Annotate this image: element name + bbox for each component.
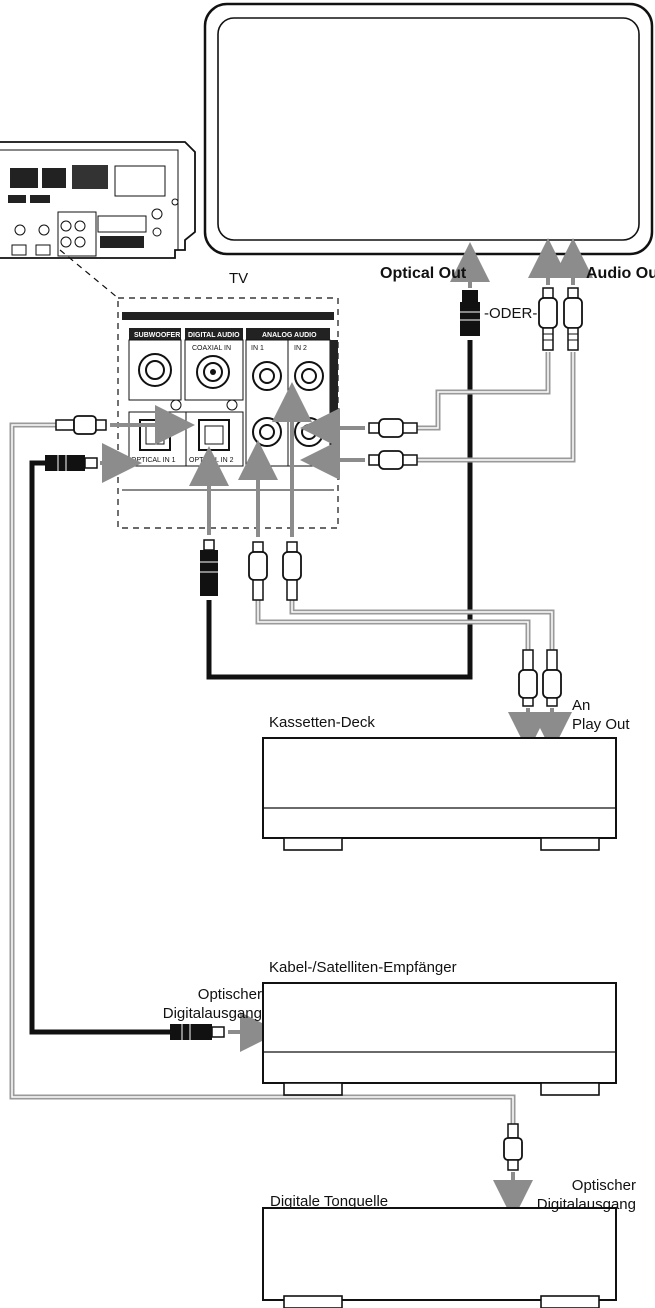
coax-plug-left — [55, 415, 107, 435]
satellite-optical-plug — [170, 1024, 225, 1040]
analog-in1-bottom-plug — [248, 541, 268, 601]
an-label: An — [572, 697, 590, 714]
optical-plug-left — [45, 455, 98, 471]
digitalausgang-label-2: Digitalausgang — [537, 1196, 636, 1213]
signal-arrows — [100, 238, 593, 1220]
subwoofer-label: SUBWOOFER — [134, 332, 180, 339]
zoom-leader-line — [59, 249, 119, 299]
analog-in2-top-plug — [368, 418, 418, 438]
gray-cable-cassette-right — [289, 600, 555, 650]
audio-out-label: Audio Out — [586, 265, 655, 282]
analog-in2-bottom-plug-2 — [282, 541, 302, 601]
black-optical-cable-tv — [206, 340, 473, 680]
optical-out-label: Optical Out — [380, 265, 467, 282]
analog-in2-bottom-plug — [368, 450, 418, 470]
gray-cable-tv-left — [416, 352, 551, 431]
optischer-label-2: Optischer — [572, 1177, 636, 1194]
optical-in-2-plug — [200, 539, 218, 596]
digitalausgang-label-1: Digitalausgang — [163, 1005, 262, 1022]
in2-label: IN 2 — [294, 345, 307, 352]
play-out-label: Play Out — [572, 716, 630, 733]
kabel-satelliten-label: Kabel-/Satelliten-Empfänger — [269, 959, 457, 976]
digital-source-coax-plug — [503, 1123, 523, 1171]
tv-rca-plug-right — [563, 287, 583, 351]
cassette-deck-device — [262, 737, 617, 851]
receiver-panel-zoom: SUBWOOFER DIGITAL AUDIO COAXIAL IN OPTIC… — [117, 297, 339, 529]
optical-in-2-label: OPTICAL IN 2 — [189, 457, 234, 464]
digitale-tonquelle-label: Digitale Tonquelle — [270, 1193, 388, 1210]
analog-audio-label: ANALOG AUDIO — [262, 332, 317, 339]
oder-label: -ODER- — [484, 305, 537, 322]
digital-sound-source-device — [262, 1207, 617, 1308]
optical-in-1-label: OPTICAL IN 1 — [131, 457, 176, 464]
kassetten-deck-label: Kassetten-Deck — [269, 714, 375, 731]
tv-optical-plug — [460, 290, 480, 336]
gray-cable-cassette-left — [255, 600, 531, 650]
tv-screen — [203, 2, 654, 256]
tv-label: TV — [229, 270, 248, 287]
in1-label: IN 1 — [251, 345, 264, 352]
receiver-rear-thumbnail — [0, 141, 196, 259]
tv-rca-plug-left — [538, 287, 558, 351]
digital-audio-label: DIGITAL AUDIO — [188, 332, 240, 339]
cable-satellite-receiver-device — [262, 982, 617, 1096]
cassette-rca-plug-right — [542, 649, 562, 707]
optischer-label-1: Optischer — [198, 986, 262, 1003]
cassette-rca-plug-left — [518, 649, 538, 707]
black-optical-cable-satellite — [29, 460, 170, 1035]
coaxial-in-label: COAXIAL IN — [192, 345, 231, 352]
